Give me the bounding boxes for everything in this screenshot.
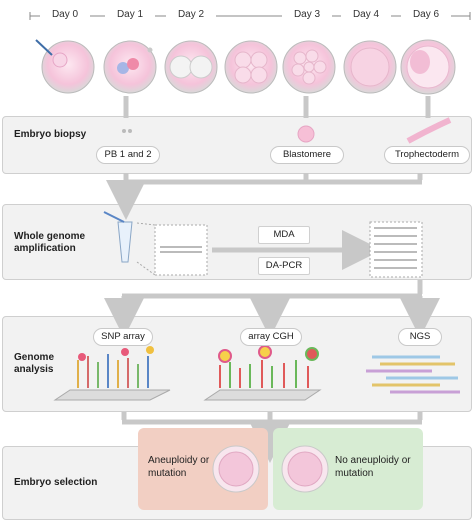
aneuploidy-box: Aneuploidy or mutation: [138, 428, 268, 510]
blastomere-sample: [297, 125, 315, 143]
no-aneuploidy-box: No aneuploidy or mutation: [273, 428, 423, 510]
embryo-day0: [35, 39, 95, 94]
embryo-day1: [103, 40, 157, 94]
no-aneuploidy-label: No aneuploidy or mutation: [335, 455, 411, 479]
day-label-4: Day 4: [341, 9, 391, 20]
dapcr-label: DA-PCR: [258, 257, 310, 275]
array-cgh-label: array CGH: [240, 328, 302, 346]
mda-label: MDA: [258, 226, 310, 244]
embryo-day3: [224, 40, 278, 94]
day-label-0: Day 0: [40, 9, 90, 20]
embryo-day2: [164, 40, 218, 94]
trophectoderm-label: Trophectoderm: [384, 146, 470, 164]
polar-body-samples: [122, 129, 132, 133]
tube-icon: [103, 211, 133, 263]
ngs-label: NGS: [398, 328, 442, 346]
template-dna: [160, 246, 202, 253]
euploid-embryo: [281, 445, 329, 493]
day-label-1: Day 1: [105, 9, 155, 20]
aneuploid-embryo: [212, 445, 260, 493]
pb-sample-label: PB 1 and 2: [96, 146, 160, 164]
aneuploidy-label: Aneuploidy or mutation: [148, 455, 210, 479]
biopsy-title: Embryo biopsy: [14, 129, 87, 140]
embryo-day3b: [282, 40, 336, 94]
trophectoderm-sample: [406, 117, 452, 144]
array-cgh-graphic: [203, 345, 322, 401]
blastomere-label: Blastomere: [270, 146, 344, 164]
amplified-dna: [374, 227, 417, 269]
wga-title: Whole genome amplification: [14, 231, 86, 254]
day-label-2: Day 2: [166, 9, 216, 20]
ngs-graphic: [366, 355, 460, 394]
day-label-3: Day 3: [282, 9, 332, 20]
embryo-day6: [400, 39, 456, 95]
embryo-day4: [343, 40, 397, 94]
template-dna-box: [154, 224, 208, 276]
selection-title: Embryo selection: [14, 477, 98, 488]
analysis-title: Genome analysis: [14, 352, 55, 375]
snp-array-label: SNP array: [93, 328, 153, 346]
timeline-ticks: [29, 12, 471, 20]
amplified-dna-box: [369, 221, 423, 278]
day-label-6: Day 6: [401, 9, 451, 20]
snp-array-graphic: [53, 346, 171, 401]
